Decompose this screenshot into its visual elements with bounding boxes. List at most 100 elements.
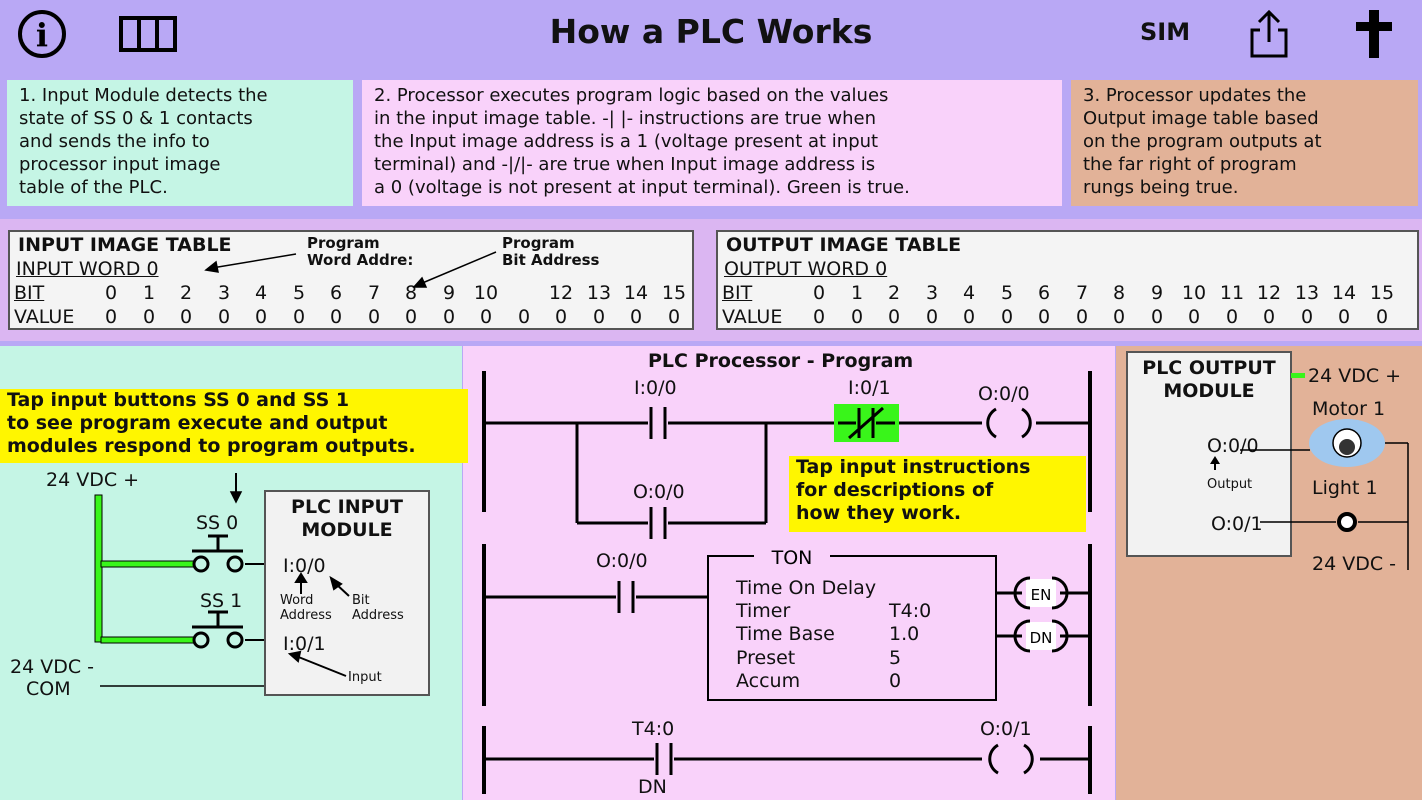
input-bit-1: 1 [142,282,156,304]
program-title: PLC Processor - Program [648,350,914,372]
input-value-4: 0 [254,306,268,328]
input-value-2: 0 [179,306,193,328]
output-value-11: 0 [1225,306,1239,328]
input-value-9: 0 [442,306,456,328]
output-table-title: OUTPUT IMAGE TABLE [726,234,962,256]
output-value-14: 0 [1337,306,1351,328]
share-icon[interactable] [1246,8,1292,60]
rung1-branch-contact-o00[interactable] [630,507,688,539]
input-supply-plus: 24 VDC + [46,469,140,491]
rung3-contact-bit: DN [638,776,667,798]
output-bit-15: 15 [1369,282,1395,304]
output-supply-minus: 24 VDC - [1312,553,1397,575]
input-bit-3: 3 [217,282,231,304]
output-value-10: 0 [1187,306,1201,328]
input-bit-label: BIT [14,282,45,304]
ss0-label: SS 0 [196,512,239,534]
output-bit-9: 9 [1150,282,1164,304]
output-word-text: Output [1207,477,1253,492]
step-3-text: 3. Processor updates the Output image ta… [1071,80,1418,206]
output-module-title: PLC OUTPUT MODULE [1142,357,1276,402]
output-bit-2: 2 [887,282,901,304]
output-value-1: 0 [850,306,864,328]
motor-label: Motor 1 [1312,398,1386,420]
input-bit-10: 10 [473,282,499,304]
rung1-contact-i00[interactable] [630,407,688,439]
columns-icon[interactable] [118,8,178,60]
input-module-title: PLC INPUT MODULE [291,496,403,541]
page-title: How a PLC Works [549,12,873,51]
ss0-button[interactable] [192,534,244,573]
ton-line-4-value: 0 [889,670,902,692]
output-value-5: 0 [1000,306,1014,328]
bit-address-callout: Program Bit Address [502,234,600,269]
input-word-text: Input [348,670,382,685]
tap-inputs-note: Tap input buttons SS 0 and SS 1 to see p… [0,389,468,463]
top-bar: i How a PLC Works SIM [0,0,1422,68]
ss1-label: SS 1 [200,590,243,612]
input-bit-9: 9 [442,282,456,304]
input-value-5: 0 [292,306,306,328]
tap-instructions-note: Tap input instructions for descriptions … [789,456,1086,532]
rung2-contact-o00[interactable] [598,581,656,613]
input-value-label: VALUE [14,306,75,328]
ton-line-1-value: T4:0 [889,600,932,622]
rung3-coil-address: O:0/1 [980,718,1032,740]
output-word-label: OUTPUT WORD 0 [724,258,888,280]
input-value-7: 0 [367,306,381,328]
output-value-8: 0 [1112,306,1126,328]
word-address-callout: Program Word Addre: [307,234,414,269]
output-address-0: O:0/0 [1207,435,1259,457]
word-address-label: Word Address [280,593,332,623]
output-value-13: 0 [1300,306,1314,328]
ton-line-2-label: Time Base [736,623,835,645]
input-value-12: 0 [554,306,568,328]
rung3-contact-address: T4:0 [632,718,675,740]
bit-address-label: Bit Address [352,593,404,623]
output-bit-6: 6 [1037,282,1051,304]
input-bit-12: 12 [548,282,574,304]
info-icon[interactable]: i [16,8,68,60]
input-bit-0: 0 [104,282,118,304]
input-value-10: 0 [479,306,493,328]
output-bit-14: 14 [1331,282,1357,304]
output-image-table[interactable]: OUTPUT IMAGE TABLE OUTPUT WORD 0 BIT VAL… [716,230,1419,330]
output-supply-plus: 24 VDC + [1308,365,1402,387]
output-bit-3: 3 [925,282,939,304]
output-value-0: 0 [812,306,826,328]
input-table-title: INPUT IMAGE TABLE [18,234,232,256]
input-value-1: 0 [142,306,156,328]
svg-text:i: i [36,16,48,54]
output-address-1: O:0/1 [1211,513,1263,535]
input-bit-14: 14 [623,282,649,304]
sim-button[interactable]: SIM [1140,18,1191,46]
step-1-text: 1. Input Module detects the state of SS … [7,80,353,206]
input-bit-5: 5 [292,282,306,304]
input-supply-com: COM [26,678,71,700]
input-bit-2: 2 [179,282,193,304]
rung1-coil-address: O:0/0 [978,383,1030,405]
output-bit-label: BIT [722,282,753,304]
ton-timer-block[interactable]: TON [707,543,997,701]
rung3-contact-t40-dn[interactable] [636,743,694,775]
plc-input-module: PLC INPUT MODULE [264,490,430,696]
output-value-6: 0 [1037,306,1051,328]
input-bit-7: 7 [367,282,381,304]
input-value-0: 0 [104,306,118,328]
output-value-15: 0 [1375,306,1389,328]
input-bit-13: 13 [586,282,612,304]
rung2-contact-address: O:0/0 [596,550,648,572]
cross-icon[interactable] [1352,8,1396,60]
ss1-button[interactable] [192,610,244,649]
rung1-nc-contact-i01[interactable] [834,404,899,442]
input-bit-4: 4 [254,282,268,304]
output-bit-13: 13 [1294,282,1320,304]
ton-line-2-value: 1.0 [889,623,920,645]
input-value-11: 0 [517,306,531,328]
input-bit-8: 8 [404,282,418,304]
input-word-label: INPUT WORD 0 [16,258,159,280]
output-value-3: 0 [925,306,939,328]
output-bit-10: 10 [1181,282,1207,304]
output-value-4: 0 [962,306,976,328]
input-image-table[interactable]: INPUT IMAGE TABLE INPUT WORD 0 BIT VALUE… [8,230,694,330]
